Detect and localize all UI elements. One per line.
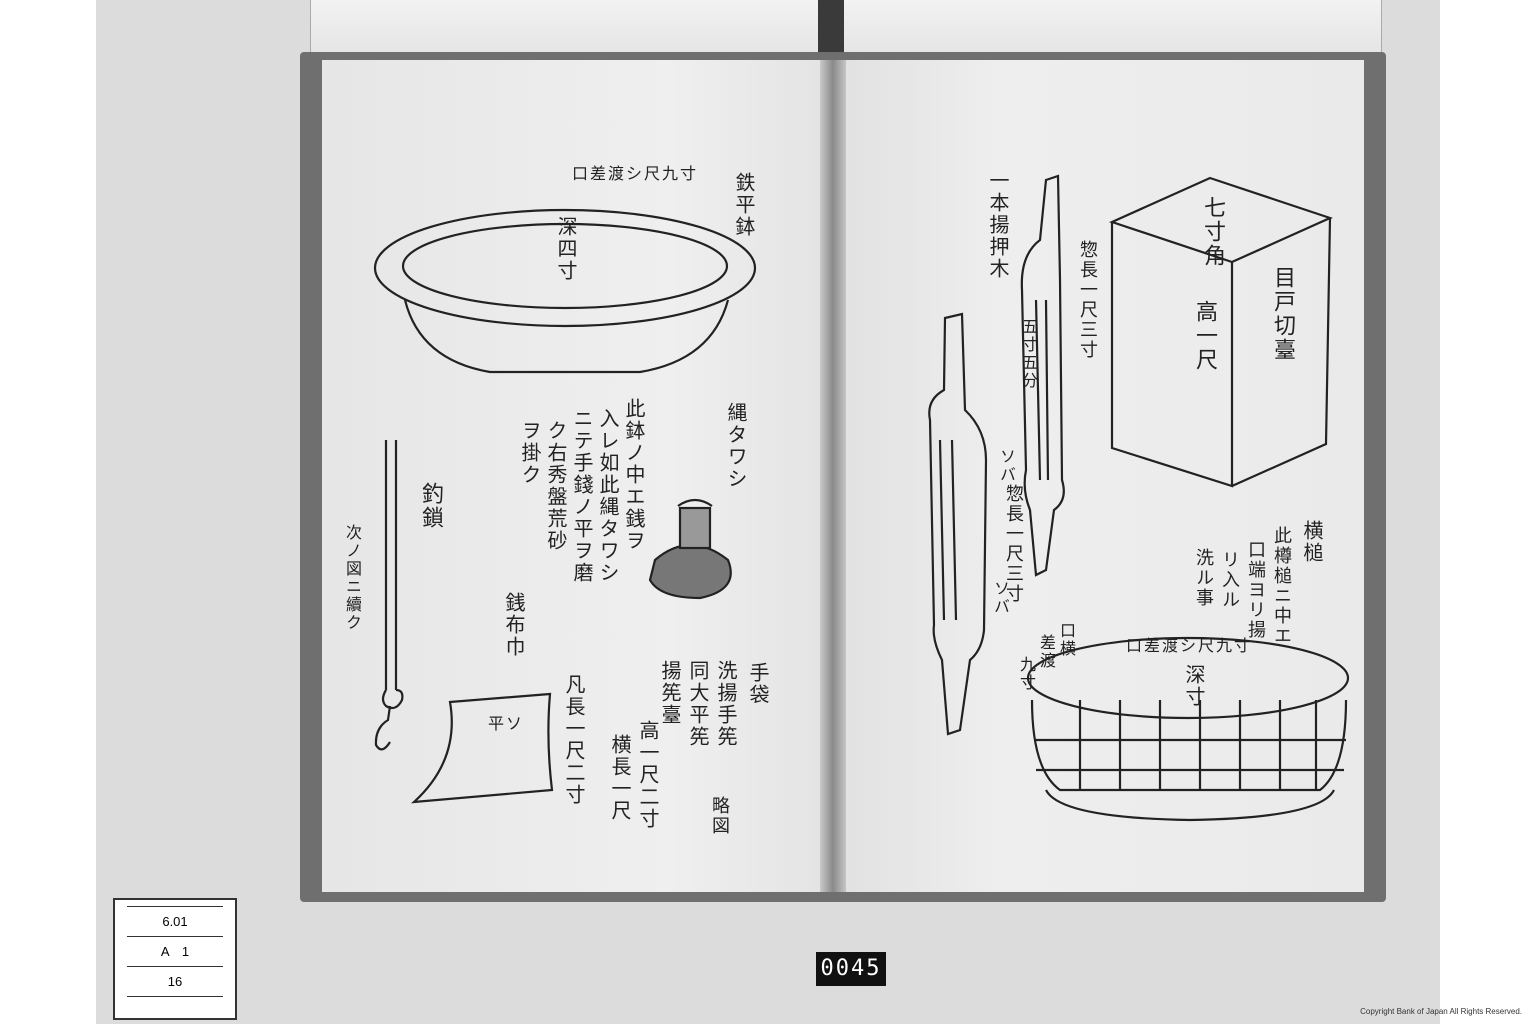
tub-dimension-side: 差渡 <box>1037 634 1056 670</box>
press-length-label: 惣長一尺三寸 <box>1077 240 1098 360</box>
chain-title: 釣鎖 <box>418 482 443 530</box>
iron-bowl-drawing <box>373 208 757 374</box>
archive-tag-line: 6.01 <box>127 906 223 937</box>
press-mark: ソバ <box>991 580 1010 616</box>
book-spine-top <box>818 0 844 58</box>
frame-number: 0045 <box>816 952 886 986</box>
wooden-tub-drawing <box>1026 636 1350 822</box>
cloth-title: 銭布巾 <box>502 592 526 658</box>
pressing-stick-drawing <box>928 174 1065 736</box>
chain-note: 次ノ図ニ續ク <box>343 524 362 632</box>
handbag-line: 同大平筅 <box>686 660 710 748</box>
box-title: 目戸切臺 <box>1270 266 1295 362</box>
cloth-dimension: 凡長一尺二寸 <box>562 674 586 806</box>
press-title: 一本揚押木 <box>986 170 1010 280</box>
tub-note-line: 洗ル事 <box>1193 548 1214 608</box>
usage-note-line: ヲ掛ク <box>518 420 542 486</box>
archive-tag: 6.01 A 1 16 <box>113 898 237 1020</box>
bowl-dimension-label: 口差渡シ尺九寸 <box>572 164 699 183</box>
press-width-label: 五寸五分 <box>1019 318 1038 390</box>
usage-note-line: ニテ手錢ノ平ヲ磨 <box>570 408 594 584</box>
usage-note-line: 入レ如此縄タワシ <box>596 408 620 584</box>
archive-tag-line: 16 <box>127 967 223 997</box>
book-gutter <box>820 60 846 892</box>
handbag-dimension: 横長一尺 <box>608 734 632 822</box>
tawashi-title: 縄タワシ <box>724 402 748 490</box>
handbag-line: 洗揚手筅 <box>714 660 738 748</box>
tub-note-line: 此樽槌ニ中エ <box>1271 526 1292 646</box>
hanging-chain-drawing <box>374 440 404 751</box>
usage-note-line: 此鉢ノ中エ銭ヲ <box>622 398 646 552</box>
tub-dimension-side: 九寸 <box>1017 656 1036 692</box>
archive-tag-line: A 1 <box>127 937 223 967</box>
book-page-block <box>310 0 1382 58</box>
rope-tawashi-drawing <box>648 498 732 600</box>
tub-note-line: 口端ヨリ揚 <box>1245 540 1266 640</box>
press-length-label: 惣長一尺三寸 <box>1003 484 1024 604</box>
usage-note-line: ク右秀盤荒砂 <box>544 420 568 552</box>
box-side-label: 七寸角 <box>1200 196 1225 268</box>
handbag-dimension: 高一尺二寸 <box>636 720 660 830</box>
box-height-label: 高一尺 <box>1192 300 1217 372</box>
left-page <box>322 60 820 892</box>
bowl-title: 鉄平鉢 <box>732 172 756 238</box>
handbag-line: 揚筅臺 <box>658 660 682 726</box>
copper-cloth-drawing <box>410 692 554 804</box>
figure-label: 略図 <box>709 796 730 836</box>
handbag-title: 手袋 <box>746 662 770 706</box>
press-mark: ソバ <box>997 448 1016 484</box>
tub-dimension-top: 口差渡シ尺九寸 <box>1126 636 1253 655</box>
copyright-notice: Copyright Bank of Japan All Rights Reser… <box>1360 1007 1522 1016</box>
tub-depth-label: 深寸 <box>1182 664 1206 708</box>
tub-title: 横槌 <box>1300 520 1324 564</box>
bowl-depth-label: 深四寸 <box>554 216 578 282</box>
tub-dimension-side: 口横 <box>1057 622 1076 658</box>
right-page <box>846 60 1364 892</box>
cloth-mark: 平ソ <box>488 714 525 733</box>
tub-note-line: リ入ル <box>1219 550 1240 610</box>
cutting-block-drawing <box>1108 176 1334 488</box>
